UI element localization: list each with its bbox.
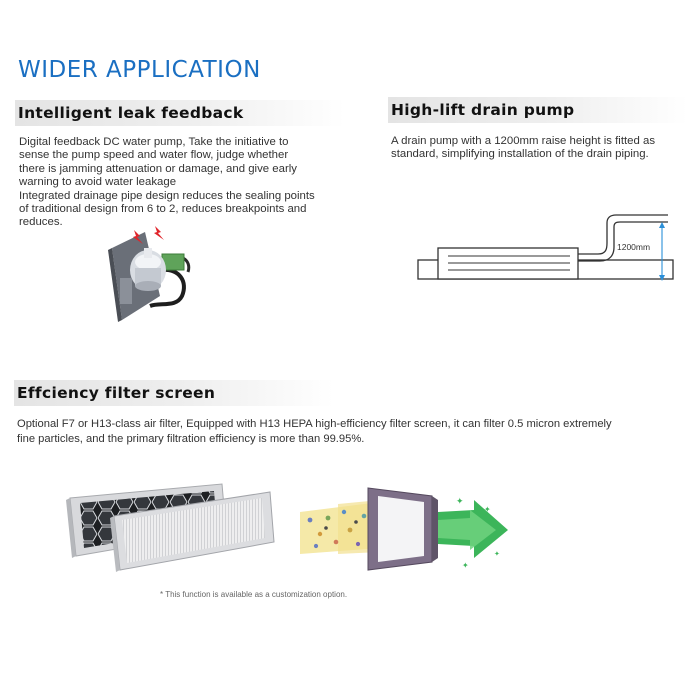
leak-feedback-description: Digital feedback DC water pump, Take the… [19,136,349,230]
section-heading-filter-screen: Effciency filter screen [14,380,334,406]
text-line: standard, simplifying installation of th… [391,148,649,161]
text-line: warning to avoid water leakage [19,176,177,189]
text-line: A drain pump with a 1200mm raise height … [391,135,656,147]
customization-footnote: * This function is available as a custom… [160,590,348,599]
section-heading-filter-screen-text: Effciency filter screen [17,384,216,402]
filter-screen-description: Optional F7 or H13-class air filter, Equ… [17,417,689,446]
text-line: Integrated drainage pipe design reduces … [19,189,315,202]
text-line: of traditional design from 6 to 2, reduc… [19,203,307,216]
text-line: there is jamming attenuation or damage, … [19,162,297,175]
text-line: fine particles, and the primary filtrati… [17,432,365,445]
drain-height-diagram: 1200mm [417,214,674,281]
section-heading-drain-pump-text: High-lift drain pump [391,101,575,119]
section-heading-leak-feedback-text: Intelligent leak feedback [18,104,244,122]
section-heading-leak-feedback: Intelligent leak feedback [15,100,345,126]
svg-text:✦: ✦ [484,505,491,514]
svg-text:✦: ✦ [456,497,464,507]
text-line: Digital feedback DC water pump, Take the… [19,136,289,148]
filtration-process-illustration: ✦ ✦ ✦ ✦ [300,487,508,571]
svg-text:✦: ✦ [494,550,500,558]
text-line: reduces. [19,216,63,229]
text-line: Optional F7 or H13-class air filter, Equ… [17,418,612,430]
svg-text:✦: ✦ [462,561,469,570]
drain-pump-description: A drain pump with a 1200mm raise height … [391,135,691,162]
section-heading-drain-pump: High-lift drain pump [388,97,688,123]
text-line: sense the pump speed and water flow, jud… [19,149,289,162]
drain-height-label: 1200mm [617,242,650,252]
air-filter-panels-illustration [66,483,275,572]
page-title: WIDER APPLICATION [18,57,261,83]
water-pump-illustration [108,226,191,322]
